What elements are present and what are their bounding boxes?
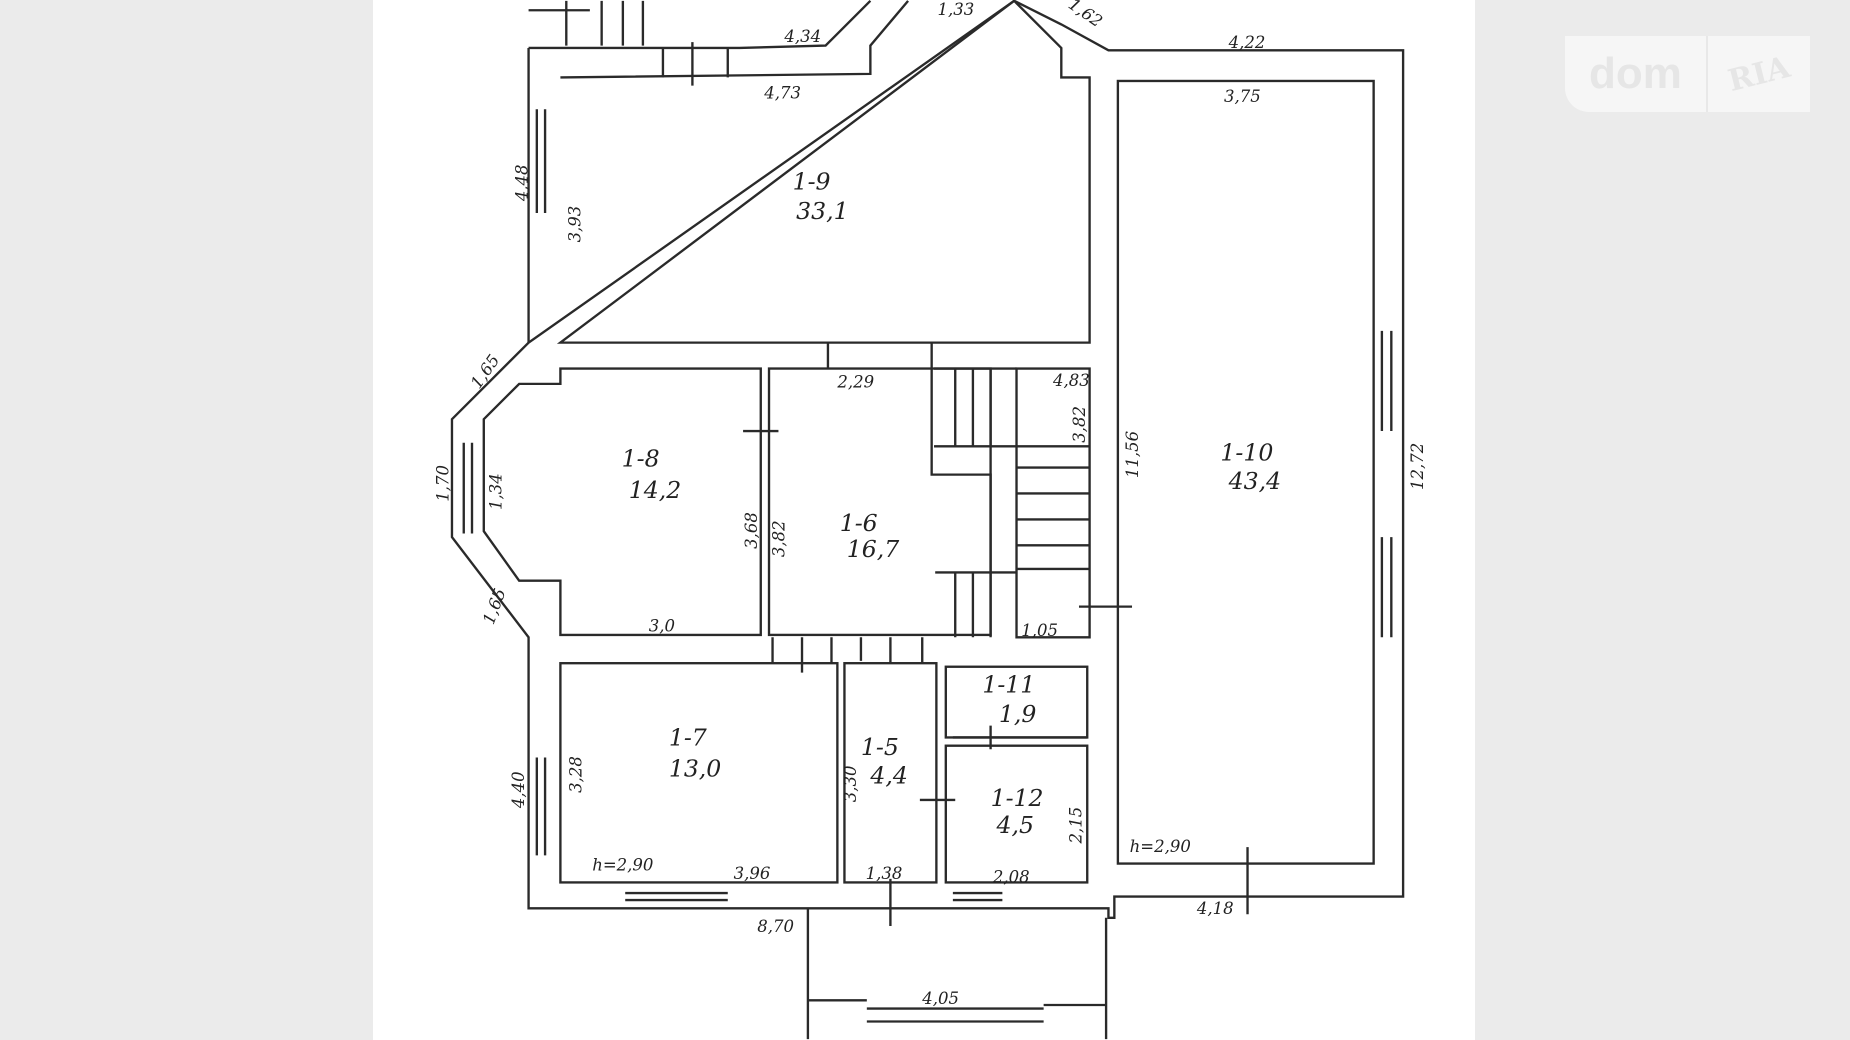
room-labels: 1-9 33,1 1-10 43,4 1-8 14,2 1-6 16,7 1-7… (622, 167, 1281, 839)
dim-label: 3,30 (841, 766, 860, 803)
dim-label: 2,15 (1066, 807, 1085, 845)
room-id-1-8: 1-8 (622, 444, 660, 472)
room-area-1-11: 1,9 (999, 700, 1036, 728)
room-area-1-7: 13,0 (669, 754, 721, 782)
room-area-1-8: 14,2 (629, 476, 681, 504)
room-id-1-11: 1-11 (982, 671, 1035, 699)
logo-dom-text: dom (1565, 36, 1708, 112)
room-id-1-9: 1-9 (793, 167, 831, 195)
dim-label: h=2,90 (592, 856, 653, 875)
dim-label: 3,0 (649, 616, 675, 635)
room-area-1-6: 16,7 (847, 535, 899, 563)
dim-label: 1,62 (1065, 0, 1106, 31)
dim-label: 3,82 (1070, 406, 1089, 443)
walls (450, 0, 1405, 1040)
dim-label: 4,18 (1196, 899, 1234, 918)
dim-label: 2,08 (992, 867, 1030, 886)
room-area-1-9: 33,1 (796, 197, 848, 225)
room-id-1-7: 1-7 (669, 724, 707, 752)
dim-label: 3,75 (1224, 87, 1261, 106)
dim-label: 1,70 (433, 465, 452, 502)
room-id-1-12: 1-12 (991, 784, 1044, 812)
dim-label: 1,38 (866, 864, 903, 883)
dim-label: 4,83 (1052, 371, 1090, 390)
dim-label: 4,34 (783, 27, 821, 46)
domria-watermark-logo: dom RIA (1565, 36, 1810, 112)
dim-label: 4,40 (509, 771, 528, 809)
dim-label: 12,72 (1408, 443, 1427, 490)
room-area-1-10: 43,4 (1228, 467, 1281, 495)
room-area-1-12: 4,5 (995, 811, 1033, 839)
dim-label: 1,33 (938, 0, 975, 19)
dim-label: 2,29 (836, 372, 874, 391)
dim-label: h=2,90 (1130, 837, 1191, 856)
room-id-1-6: 1-6 (840, 509, 878, 537)
dim-label: 4,05 (921, 989, 959, 1008)
dim-label: 3,82 (769, 520, 788, 557)
dimension-labels: 4,34 1,33 4,22 4,73 3,75 4,48 3,93 1,65 … (433, 0, 1427, 1008)
dim-label: 1,34 (486, 473, 505, 510)
dim-label: 3,96 (734, 864, 771, 883)
dim-label: 1,05 (1021, 621, 1058, 640)
room-area-1-5: 4,4 (869, 761, 907, 789)
dim-label: 3,93 (565, 206, 584, 243)
dim-label: 4,48 (512, 164, 531, 202)
dim-label: 1,65 (467, 351, 504, 392)
room-id-1-10: 1-10 (1220, 438, 1273, 466)
dim-label: 3,68 (742, 512, 761, 549)
dim-label: 4,73 (763, 84, 801, 103)
dim-label: 3,28 (567, 756, 586, 793)
floor-plan-image: 1-9 33,1 1-10 43,4 1-8 14,2 1-6 16,7 1-7… (373, 0, 1475, 1040)
room-id-1-5: 1-5 (861, 733, 899, 761)
dim-label: 11,56 (1123, 431, 1142, 478)
dim-label: 4,22 (1228, 33, 1266, 52)
dim-label: 8,70 (757, 917, 794, 936)
logo-ria-text: RIA (1724, 49, 1794, 99)
